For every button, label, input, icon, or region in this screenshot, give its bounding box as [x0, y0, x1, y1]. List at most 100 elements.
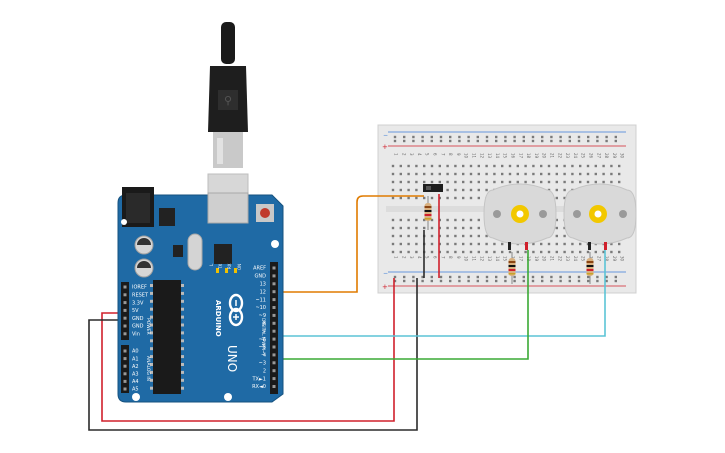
bb-hole[interactable]: [430, 172, 434, 176]
bb-hole[interactable]: [555, 180, 558, 184]
bb-hole[interactable]: [407, 226, 410, 230]
bb-hole[interactable]: [469, 234, 473, 238]
rail-hole[interactable]: [596, 279, 599, 283]
bb-hole[interactable]: [555, 250, 558, 254]
bb-hole[interactable]: [508, 172, 512, 176]
bb-hole[interactable]: [391, 218, 395, 222]
bb-hole[interactable]: [610, 242, 613, 246]
bb-hole[interactable]: [555, 242, 558, 246]
bb-hole[interactable]: [391, 196, 395, 200]
rail-hole[interactable]: [614, 139, 617, 143]
bb-hole[interactable]: [524, 164, 527, 168]
bb-hole[interactable]: [469, 196, 473, 200]
bb-hole[interactable]: [485, 242, 488, 246]
bb-hole[interactable]: [501, 172, 504, 176]
bb-hole[interactable]: [555, 196, 558, 200]
bb-hole[interactable]: [391, 242, 395, 246]
rail-hole[interactable]: [531, 139, 535, 143]
rail-hole[interactable]: [439, 275, 443, 279]
rail-hole[interactable]: [513, 139, 516, 143]
rail-hole[interactable]: [439, 135, 443, 139]
bb-hole[interactable]: [407, 234, 410, 238]
bb-hole[interactable]: [501, 250, 504, 254]
header-pin[interactable]: [272, 377, 276, 381]
rail-hole[interactable]: [541, 279, 544, 283]
bb-hole[interactable]: [477, 242, 480, 246]
header-pin[interactable]: [123, 285, 127, 289]
rail-hole[interactable]: [605, 279, 608, 283]
bb-hole[interactable]: [415, 234, 418, 238]
bb-hole[interactable]: [485, 164, 488, 168]
bb-hole[interactable]: [563, 164, 566, 168]
bb-hole[interactable]: [438, 172, 441, 176]
rail-hole[interactable]: [504, 279, 507, 283]
dc-motor-2[interactable]: [563, 183, 637, 250]
bb-hole[interactable]: [430, 242, 434, 246]
rail-hole[interactable]: [467, 279, 470, 283]
rail-hole[interactable]: [513, 135, 516, 139]
bb-hole[interactable]: [485, 188, 488, 192]
rail-hole[interactable]: [522, 135, 525, 139]
bb-hole[interactable]: [594, 250, 597, 254]
bb-hole[interactable]: [501, 164, 504, 168]
bb-hole[interactable]: [516, 172, 519, 176]
rail-hole[interactable]: [559, 139, 562, 143]
header-pin[interactable]: [123, 332, 127, 336]
rail-hole[interactable]: [458, 139, 461, 143]
rail-hole[interactable]: [439, 279, 443, 283]
rail-hole[interactable]: [522, 279, 525, 283]
bb-hole[interactable]: [493, 180, 496, 184]
header-pin[interactable]: [272, 321, 276, 325]
header-pin[interactable]: [123, 301, 127, 305]
bb-hole[interactable]: [446, 180, 449, 184]
rail-hole[interactable]: [467, 275, 470, 279]
rail-hole[interactable]: [522, 275, 525, 279]
header-pin[interactable]: [272, 361, 276, 365]
bb-hole[interactable]: [407, 188, 410, 192]
bb-hole[interactable]: [391, 164, 395, 168]
bb-hole[interactable]: [485, 250, 488, 254]
bb-hole[interactable]: [407, 180, 410, 184]
rail-hole[interactable]: [568, 139, 571, 143]
bb-hole[interactable]: [462, 180, 465, 184]
header-pin[interactable]: [272, 290, 276, 294]
bb-hole[interactable]: [555, 234, 558, 238]
bb-hole[interactable]: [571, 164, 574, 168]
rail-hole[interactable]: [577, 139, 581, 143]
rail-hole[interactable]: [605, 275, 608, 279]
rail-hole[interactable]: [541, 135, 544, 139]
bb-hole[interactable]: [579, 180, 582, 184]
rail-hole[interactable]: [587, 279, 590, 283]
bb-hole[interactable]: [454, 250, 457, 254]
bb-hole[interactable]: [610, 180, 613, 184]
bb-hole[interactable]: [516, 180, 519, 184]
header-pin[interactable]: [123, 364, 127, 368]
rail-hole[interactable]: [403, 275, 406, 279]
bb-hole[interactable]: [532, 172, 535, 176]
bb-hole[interactable]: [532, 242, 535, 246]
rail-hole[interactable]: [393, 139, 397, 143]
bb-hole[interactable]: [563, 226, 566, 230]
bb-hole[interactable]: [477, 188, 480, 192]
bb-hole[interactable]: [555, 226, 558, 230]
rail-hole[interactable]: [403, 139, 406, 143]
bb-hole[interactable]: [485, 180, 488, 184]
rail-hole[interactable]: [476, 275, 479, 279]
rail-hole[interactable]: [485, 139, 489, 143]
rail-hole[interactable]: [421, 279, 424, 283]
bb-hole[interactable]: [454, 172, 457, 176]
bb-hole[interactable]: [516, 250, 519, 254]
bb-hole[interactable]: [446, 250, 449, 254]
bb-hole[interactable]: [430, 164, 434, 168]
rail-hole[interactable]: [412, 139, 415, 143]
rail-hole[interactable]: [485, 279, 489, 283]
rail-hole[interactable]: [559, 275, 562, 279]
bb-hole[interactable]: [399, 188, 402, 192]
bb-hole[interactable]: [446, 242, 449, 246]
rail-hole[interactable]: [421, 135, 424, 139]
bb-hole[interactable]: [586, 172, 590, 176]
bb-hole[interactable]: [485, 234, 488, 238]
bb-hole[interactable]: [524, 180, 527, 184]
bb-hole[interactable]: [508, 250, 512, 254]
header-pin[interactable]: [123, 387, 127, 391]
